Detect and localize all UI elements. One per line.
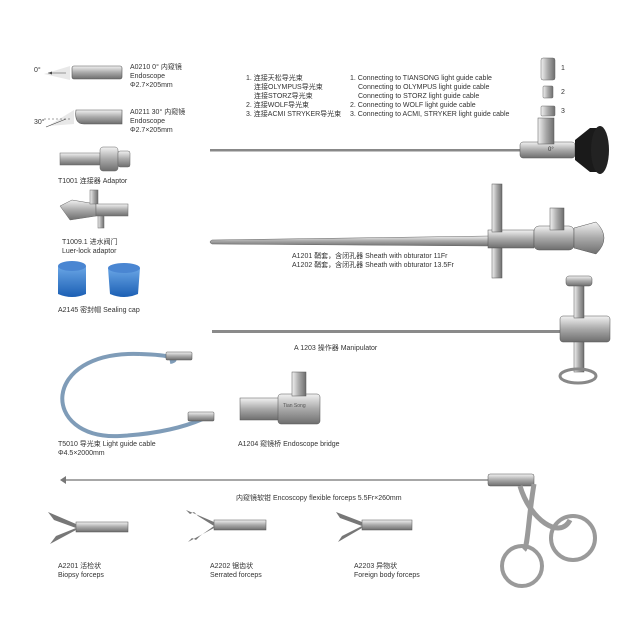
a1204-label: A1204 窥镜桥 Endoscope bridge: [238, 441, 340, 448]
connector-number-1: 1: [561, 65, 565, 72]
endoscope-bridge-a1204: [239, 371, 321, 425]
connector-number-3: 3: [561, 108, 565, 115]
t1001-label: T1001 连接器 Adaptor: [58, 178, 128, 185]
scope-angle-mark: 0°: [548, 147, 554, 153]
t1009-label: T1009.1 进水阀门 Luer-lock adaptor: [62, 239, 118, 255]
endoscope-30-degree-tip: [44, 109, 123, 128]
a1203-label: A 1203 操作器 Manipulator: [294, 345, 378, 352]
luer-lock-adaptor-t1009: [59, 189, 129, 229]
t5010-label: T5010 导光束 Light guide cable Φ4.5×2000mm: [58, 441, 156, 457]
endoscope-assembly: [210, 117, 609, 174]
angle-label-0: 0°: [34, 67, 41, 74]
a2203-label: A2203 异物状 Foreign body forceps: [354, 563, 420, 579]
sheath-label: A1201 鞘套，含闭孔器 Sheath with obturator 11Fr…: [292, 253, 454, 269]
adaptor-t1001: [59, 146, 131, 172]
a0210-label: A0210 0° 内窥镜 Endoscope Φ2.7×205mm: [130, 64, 182, 89]
light-guide-connectors: [540, 57, 556, 117]
a0211-label: A0211 30° 内窥镜 Endoscope Φ2.7×205mm: [130, 109, 186, 134]
a2202-label: A2202 锯齿状 Serrated forceps: [210, 563, 262, 579]
sheath-with-obturator: [209, 183, 605, 279]
flexible-forceps: [60, 473, 597, 588]
connection-list-cn: 1. 连接天松导光束 连接OLYMPUS导光束 连接STORZ导光束 2. 连接…: [246, 75, 342, 118]
connector-number-2: 2: [561, 89, 565, 96]
biopsy-forceps-tip: [48, 512, 129, 544]
connection-list-en: 1. Connecting to TIANSONG light guide ca…: [350, 75, 510, 118]
angle-label-30: 30°: [34, 119, 45, 126]
serrated-forceps-tip: [186, 510, 267, 542]
foreign-body-forceps-tip: [336, 512, 413, 542]
sealing-caps-a2145: [58, 261, 140, 297]
light-guide-cable-t5010: [60, 351, 215, 439]
manipulator-a1203: [212, 275, 611, 385]
forceps-title: 内窥镜软钳 Encoscopy flexible forceps 5.5Fr×2…: [236, 495, 402, 502]
a2201-label: A2201 活检状 Biopsy forceps: [58, 563, 104, 579]
a2145-label: A2145 密封帽 Sealing cap: [58, 307, 140, 314]
bridge-engraving: Tian Song: [283, 403, 306, 409]
endoscope-0-degree-tip: [44, 65, 123, 80]
